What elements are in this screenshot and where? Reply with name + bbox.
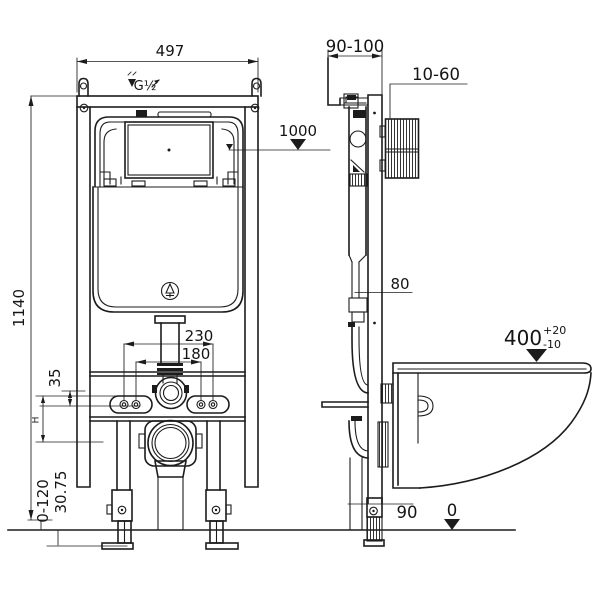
side-foot (363, 497, 385, 547)
label-outlet-offset: 90 (347, 503, 418, 522)
level-400: 400 +20 -10 (504, 324, 566, 362)
bowl-curve (419, 372, 592, 489)
flush-panel-level-label: 1000 (279, 122, 317, 140)
profile-depth-label: 80 (390, 275, 409, 293)
level-0: 0 (444, 501, 460, 530)
support-rod (321, 401, 369, 408)
mounting-slots (109, 395, 230, 414)
bowl-level-label: 400 (504, 326, 542, 350)
mounting-slot-right (186, 395, 230, 414)
flush-elbow (152, 376, 189, 410)
hanger-tab-right (251, 77, 262, 97)
base-plate-offset-label: 30.75 (52, 471, 70, 514)
level-1000: 1000 (226, 122, 331, 151)
bowl-connectors (377, 383, 394, 468)
panel-recess-depth-label: 10-60 (412, 65, 460, 84)
dim-base-plate-offset: 30.75 (46, 471, 128, 547)
supply-connection: G½ (127, 71, 160, 94)
drain-outlet (138, 419, 203, 531)
soil-pipe (157, 476, 184, 531)
supply-thread-label: G½ (134, 79, 157, 94)
fixing-outer-label: 230 (185, 327, 214, 345)
front-view: 497 1140 G½ (10, 42, 331, 550)
lid-clip (136, 110, 147, 117)
dim-wall-bracket: 90-100 (326, 37, 384, 96)
bowl-rim (392, 362, 592, 374)
dim-foot-adjustment: 0-120 (27, 479, 53, 530)
cistern-side (343, 96, 368, 263)
wall-bracket-range-label: 90-100 (326, 37, 384, 56)
bowl-level-tol-plus-label: +20 (543, 324, 566, 337)
dim-variable-height: H (32, 395, 141, 443)
dim-fixing-inner: 180 (135, 345, 211, 401)
brand-logo-icon (160, 281, 180, 301)
mounting-frame (76, 77, 262, 488)
supply-flag-icon (154, 79, 160, 84)
hanger-tab-left (78, 77, 89, 97)
mounting-slot-left (109, 395, 153, 414)
fill-valve (349, 130, 367, 148)
actuator-recess (379, 118, 420, 179)
toilet-bowl (392, 362, 592, 489)
frame-rail-left (76, 106, 91, 488)
side-view: 90-100 10-60 (321, 37, 592, 547)
variable-height-label: H (32, 417, 42, 424)
wall-rail (367, 94, 383, 504)
label-panel-recess: 10-60 (389, 65, 468, 119)
wall-bracket (327, 57, 369, 109)
flush-pipe-side (348, 261, 369, 531)
flush-pipe (154, 315, 186, 384)
frame-leg-right (206, 420, 221, 491)
access-panel (94, 110, 244, 187)
dim-frame-width: 497 (76, 42, 259, 93)
supply-arrow-icon (128, 79, 136, 87)
level-marker-icon (444, 519, 460, 530)
base-plate-side (363, 539, 385, 547)
frame-height-label: 1140 (10, 289, 28, 327)
outlet-offset-label: 90 (397, 503, 418, 522)
dim-frame-height: 1140 (10, 95, 78, 521)
fixing-inner-label: 180 (182, 345, 211, 363)
slot-offset-label: 35 (46, 368, 64, 387)
crossbar-upper (89, 371, 246, 377)
dim-fixing-outer: 230 (123, 327, 214, 401)
soil-pipe-side (349, 457, 363, 531)
foot-adjustment-label: 0-120 (34, 479, 52, 523)
level-marker-icon (290, 139, 306, 150)
bowl-level-tol-minus-label: -10 (543, 338, 561, 351)
frame-rail-right (244, 106, 259, 488)
frame-legs (101, 420, 239, 550)
floor-level-label: 0 (447, 501, 458, 520)
dim-slot-offset: 35 (46, 368, 86, 407)
label-profile-depth: 80 (354, 275, 413, 293)
frame-leg-left (116, 420, 131, 491)
base-plate-right (205, 542, 239, 550)
cistern-tank (92, 186, 244, 313)
inspection-window (124, 121, 214, 179)
frame-width-label: 497 (156, 42, 185, 60)
level-marker-icon (526, 349, 547, 362)
